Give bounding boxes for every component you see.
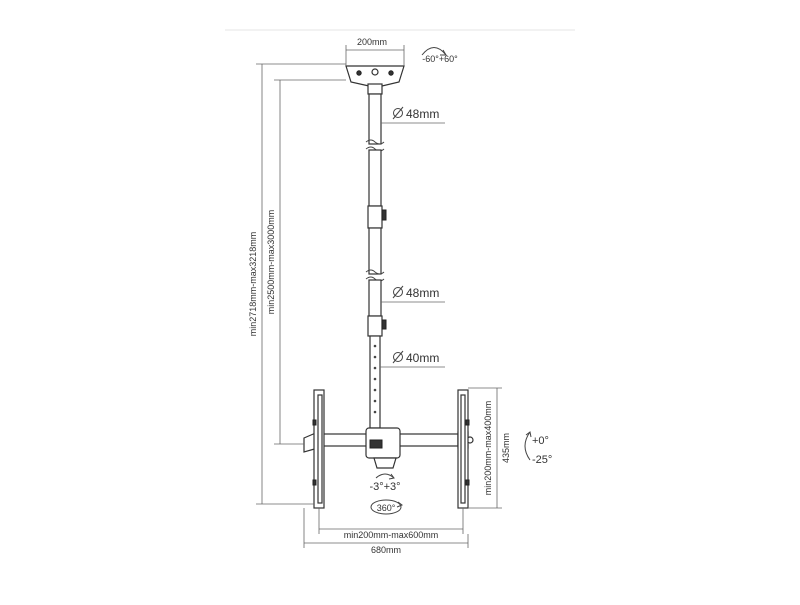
vesa-vertical-dimension xyxy=(468,387,502,509)
plate-width-label: 200mm xyxy=(357,37,387,47)
overall-width-dimension xyxy=(303,508,469,548)
upper-tube-diameter-label: 48mm xyxy=(406,107,439,121)
overall-height-label: min2718mm-max3218mm xyxy=(248,232,258,337)
rotation-label: 360° xyxy=(377,503,396,513)
overall-height-dimension xyxy=(256,63,346,505)
vesa-vertical-label: min200mm-max400mm xyxy=(483,401,493,496)
right-vesa-bracket xyxy=(457,389,470,509)
diameter-icon xyxy=(392,285,404,299)
tilt-up-label: +0° xyxy=(532,435,549,447)
vesa-horizontal-label: min200mm-max600mm xyxy=(344,530,439,540)
tilt-top-label: -60°+60° xyxy=(422,54,458,64)
overall-width-label: 680mm xyxy=(371,545,401,555)
left-vesa-bracket xyxy=(312,389,325,509)
pole-height-label: min2500mm-max3000mm xyxy=(266,210,276,315)
tilt-arc-icon xyxy=(524,431,532,461)
tilt-top-arrow-icon xyxy=(421,47,447,56)
vesa-horizontal-dimension xyxy=(318,508,464,534)
pole xyxy=(365,93,387,429)
lower-tube-diameter-label: 40mm xyxy=(406,351,439,365)
diameter-icon xyxy=(392,350,404,364)
rotation-icon xyxy=(370,499,404,515)
pole-holes xyxy=(373,344,377,414)
middle-tube-diameter-label: 48mm xyxy=(406,286,439,300)
bracket-height-label: 435mm xyxy=(501,433,511,463)
horizontal-arm xyxy=(303,427,474,469)
swivel-label: -3°+3° xyxy=(369,481,400,493)
ceiling-plate xyxy=(345,65,405,95)
tilt-down-label: -25° xyxy=(532,454,552,466)
diameter-icon xyxy=(392,106,404,120)
plate-width-dimension xyxy=(345,45,405,66)
swivel-arrow-icon xyxy=(375,473,395,480)
pole-height-dimension xyxy=(274,79,346,445)
